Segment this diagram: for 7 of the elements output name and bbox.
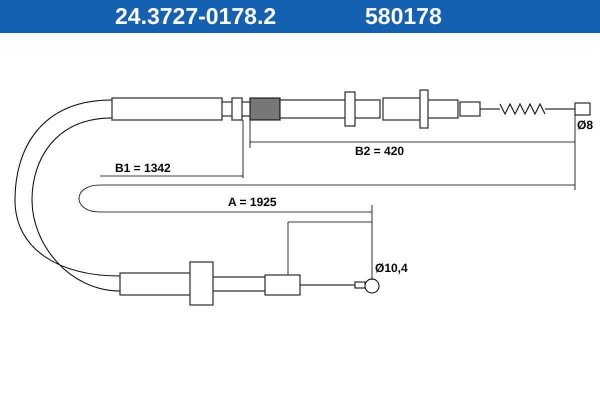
dimension-label: A = 1925 (228, 195, 277, 209)
diameter-label: Ø10,4 (375, 261, 408, 275)
part-number: 24.3727-0178.2 (115, 3, 276, 30)
dimension-label: B2 = 420 (355, 144, 404, 158)
diameter-label: Ø8 (577, 118, 594, 132)
part-number: 580178 (365, 3, 442, 30)
dimension-label: B1 = 1342 (115, 161, 171, 175)
